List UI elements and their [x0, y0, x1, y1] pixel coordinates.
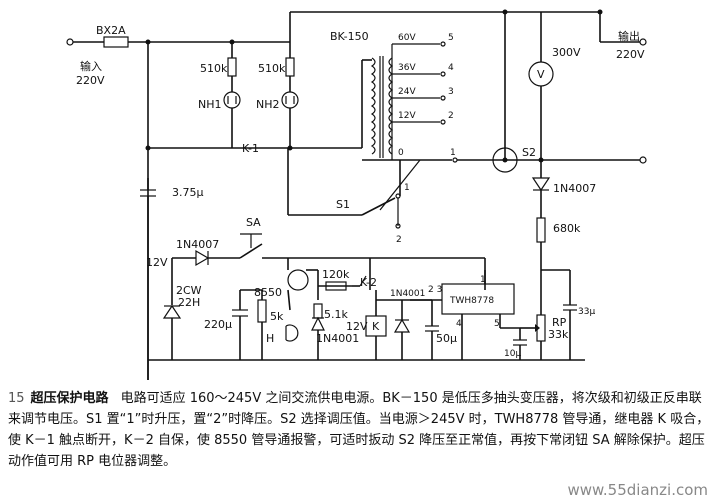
circuit-caption: 15 超压保护电路电路可适应 160～245V 之间交流供电电源。BK－150 是…: [8, 388, 712, 472]
neon-indicators: [223, 42, 299, 151]
input-line: [66, 9, 647, 48]
rp-label: RP: [552, 316, 567, 329]
c10-label: 10μ: [504, 349, 521, 359]
zener-label: 2CW: [176, 284, 202, 297]
s1-switch: [361, 193, 401, 229]
ic-pin4: 4: [456, 319, 462, 329]
q8550-label: 8550: [254, 286, 282, 299]
v12-relay-label: 12V: [346, 320, 368, 333]
pin-5: 5: [448, 33, 454, 43]
alarm-section: [232, 258, 360, 360]
fuse-label: BX2A: [96, 24, 126, 37]
s1-pos1: 1: [404, 183, 410, 193]
d4001-left-label: 1N4001: [316, 332, 359, 345]
site-watermark: www.55dianzi.com: [567, 481, 708, 499]
cap-375-label: 3.75μ: [172, 186, 204, 199]
ic-pin1: 1: [480, 275, 486, 285]
output-label: 输出: [618, 29, 640, 43]
v12-left-label: 12V: [146, 256, 168, 269]
r510-left: 510k: [200, 62, 228, 75]
s2-label: S2: [522, 146, 536, 159]
pin-2: 2: [448, 111, 454, 121]
tap-60v: 60V: [398, 33, 416, 43]
ic-pin5: 5: [494, 319, 500, 329]
input-voltage: 220V: [76, 74, 105, 87]
c33-label: 33μ: [578, 307, 595, 317]
r120-label: 120k: [322, 268, 350, 281]
k1-contact: [145, 42, 363, 380]
sense-divider: [513, 160, 577, 360]
s1-label: S1: [336, 198, 350, 211]
tap-12v: 12V: [398, 111, 416, 121]
meter-v: V: [537, 68, 545, 81]
c50-label: 50μ: [436, 332, 457, 345]
r680-label: 680k: [553, 222, 581, 235]
r5k-label: 5k: [270, 310, 284, 323]
meter-range: 300V: [552, 46, 581, 59]
s1-pos2: 2: [396, 235, 402, 245]
r510-right: 510k: [258, 62, 286, 75]
zener-label-2: 22H: [178, 296, 200, 309]
caption-body: 电路可适应 160～245V 之间交流供电电源。BK－150 是低压多抽头变压器…: [8, 391, 710, 469]
low-voltage-supply: [140, 178, 585, 380]
k1-label: K-1: [242, 142, 259, 155]
tap-36v: 36V: [398, 63, 416, 73]
relay-section: [359, 258, 535, 360]
k2-label: K-2: [360, 276, 377, 289]
pin-4: 4: [448, 63, 454, 73]
buzzer-label: H: [266, 332, 274, 345]
ic-label: TWH8778: [449, 296, 494, 306]
voltmeter: [528, 12, 554, 163]
output-voltage: 220V: [616, 48, 645, 61]
diode-sa-label: 1N4007: [176, 238, 219, 251]
r51-label: 5.1k: [324, 308, 348, 321]
input-label: 输入: [80, 59, 102, 73]
transformer-bk150: [287, 43, 452, 216]
caption-number: 15: [8, 391, 25, 406]
d4001-right-label: 1N4001: [390, 289, 425, 299]
sa-label: SA: [246, 216, 261, 229]
nh2-label: NH2: [256, 98, 280, 111]
relay-k-label: K: [372, 320, 380, 333]
caption-title: 超压保护电路: [30, 391, 109, 406]
pin-3: 3: [448, 87, 454, 97]
circuit-schematic: BX2A 输入 220V 输出 220V 510k 510k NH1 NH2 K…: [66, 9, 647, 380]
pin-1: 1: [450, 148, 456, 158]
c220-label: 220μ: [204, 318, 232, 331]
tap-0: 0: [398, 148, 404, 158]
ic-pin23: 2 3: [428, 285, 442, 295]
rp-value: 33k: [548, 328, 569, 341]
transformer-label: BK-150: [330, 30, 369, 43]
nh1-label: NH1: [198, 98, 222, 111]
diode-top-label: 1N4007: [553, 182, 596, 195]
tap-24v: 24V: [398, 87, 416, 97]
